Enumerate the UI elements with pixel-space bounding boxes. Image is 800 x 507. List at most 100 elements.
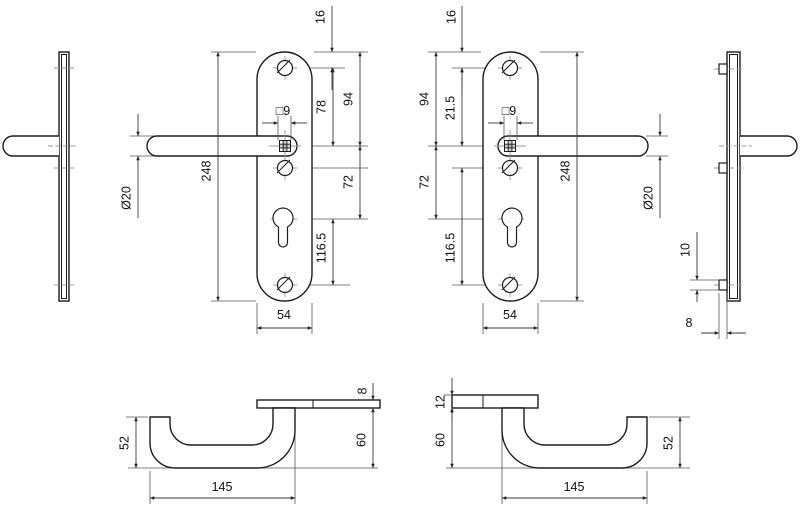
screw-hole: [276, 276, 294, 294]
screw-hole-middle: [273, 156, 297, 180]
cylinder-hole: [498, 207, 524, 248]
dim-label-projection: 60: [354, 433, 368, 447]
dim-spindle-square: □9: [488, 104, 533, 140]
screw-hole: [501, 59, 519, 77]
screw-slash: [276, 276, 291, 291]
dim-label-handle-diameter: Ø20: [641, 186, 655, 210]
dim-length: 145: [501, 480, 648, 500]
dim-label-handle-diameter: Ø20: [119, 186, 133, 210]
dim-label-spindle-square: □9: [276, 104, 291, 118]
dim-edge-to-screw: 16: [444, 6, 464, 90]
dim-screws-spacing: 116.5: [443, 167, 464, 286]
screw-hole: [501, 159, 519, 177]
dim-handle-diameter: Ø20: [119, 114, 140, 218]
dim-label-edge-to-screw: 16: [444, 10, 458, 24]
lever-handle: [146, 135, 298, 157]
dim-grip-height: 52: [117, 416, 138, 469]
dim-boss-depth: 8: [686, 293, 746, 339]
dim-label-length: 145: [564, 480, 585, 494]
dim-boss-height: 10: [678, 232, 718, 302]
screw-slash: [276, 159, 291, 174]
fixing-boss-middle: [714, 162, 744, 174]
dim-cylinder-to-screw: 116.5: [314, 218, 335, 286]
dim-label-screw-to-handle: 21.5: [443, 96, 457, 120]
dim-label-projection: 60: [433, 433, 447, 447]
dim-edge-to-handle: 94: [417, 51, 438, 147]
lever-handle-profile: [2, 135, 59, 157]
dim-projection: 60: [354, 407, 375, 469]
left-lever-bottom-view: 8 60 52 145: [117, 383, 381, 504]
screw-slash: [276, 59, 291, 74]
dim-label-plate-width: 54: [277, 308, 291, 322]
dim-edge-to-handle: 94: [341, 51, 362, 147]
screw-hole-bottom: [498, 273, 522, 297]
dim-label-plate-thickness: 8: [355, 387, 369, 394]
dim-handle-diameter: Ø20: [641, 114, 662, 218]
dim-label-cylinder-to-screw: 116.5: [314, 233, 328, 263]
dim-plate-height: 248: [558, 51, 579, 302]
dim-label-plate-height: 248: [199, 161, 213, 182]
lever-handle-top-view: [149, 407, 296, 469]
screw-slash: [501, 59, 516, 74]
dim-projection: 60: [433, 407, 454, 469]
fixing-boss-bottom: [714, 279, 744, 291]
screw-hole-middle: [498, 156, 522, 180]
left-profile-view: [2, 51, 78, 302]
dim-label-plate-width: 54: [503, 308, 517, 322]
right-plate-view: 16 21.5 94 72 116.5 248 54: [417, 6, 668, 334]
spindle-square-hole: [494, 130, 526, 162]
backplate: [256, 51, 313, 302]
dim-handle-to-cylinder: 72: [417, 145, 438, 220]
dim-plate-thickness: 12: [433, 378, 454, 420]
dim-screw-to-handle: 78: [314, 67, 335, 147]
dim-spindle-square: □9: [262, 104, 307, 140]
dim-plate-width: 54: [256, 308, 313, 330]
dim-label-edge-to-handle: 94: [341, 92, 355, 106]
dim-label-plate-thickness: 12: [433, 395, 447, 409]
backplate-section: [256, 399, 381, 409]
screw-hole: [501, 276, 519, 294]
screw-hole-bottom: [273, 273, 297, 297]
fixing-boss: [718, 162, 728, 174]
dim-label-boss-depth: 8: [686, 316, 693, 330]
backplate-edge: [726, 51, 741, 302]
dim-label-spindle-square: □9: [502, 104, 517, 118]
fixing-boss-top: [714, 63, 744, 75]
screw-slash: [501, 276, 516, 291]
screw-hole-top: [498, 56, 522, 80]
dim-label-edge-to-handle: 94: [417, 92, 431, 106]
dim-label-edge-to-screw: 16: [313, 10, 327, 24]
dim-edge-to-screw: 16: [313, 6, 334, 90]
dim-label-boss-height: 10: [678, 243, 692, 257]
dim-label-handle-to-cylinder: 72: [417, 175, 431, 189]
square-hole: [504, 140, 516, 152]
lever-handle-top-view: [501, 407, 648, 469]
screw-hole-top: [273, 56, 297, 80]
dim-plate-thickness: 8: [355, 383, 375, 401]
dim-screw-to-handle: 21.5: [443, 67, 464, 147]
screw-hole: [276, 159, 294, 177]
cylinder-hole: [271, 207, 297, 248]
right-profile-view: 10 8: [678, 51, 798, 339]
square-hole: [279, 140, 291, 152]
extension-lines: [130, 51, 368, 334]
backplate-inner-face: [61, 54, 67, 299]
left-plate-view: 16 78 94 72 116.5 248 54: [119, 6, 368, 334]
dim-handle-to-cylinder: 72: [341, 145, 362, 220]
dim-plate-height: 248: [199, 51, 220, 302]
right-lever-bottom-view: 12 60 52 145: [433, 378, 690, 504]
dim-grip-height: 52: [661, 416, 682, 469]
backplate: [482, 51, 539, 302]
extension-lines: [428, 51, 668, 334]
euro-profile-cylinder: [272, 207, 294, 248]
backplate-edge: [58, 51, 70, 302]
backplate-section: [451, 394, 539, 409]
dim-label-handle-to-cylinder: 72: [341, 175, 355, 189]
dim-label-grip-height: 52: [117, 436, 131, 450]
lever-handle-profile: [740, 135, 798, 157]
euro-profile-cylinder: [501, 207, 523, 248]
fixing-boss: [718, 279, 728, 291]
dim-label-grip-height: 52: [661, 436, 675, 450]
